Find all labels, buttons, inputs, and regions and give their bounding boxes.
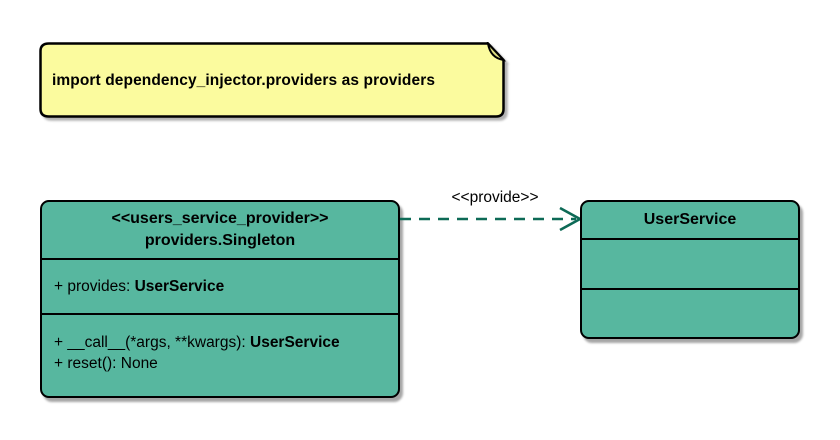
method-call-type: UserService	[250, 334, 340, 351]
note-body	[39, 42, 505, 118]
service-class-box: UserService	[580, 200, 800, 339]
attribute-provides: + provides: UserService	[54, 278, 224, 296]
provider-methods-compartment: + __call__(*args, **kwargs): UserService…	[42, 315, 398, 396]
note-shape	[39, 42, 507, 118]
service-attributes-compartment	[582, 240, 798, 290]
attribute-provides-type: UserService	[134, 277, 225, 295]
note-text: import dependency_injector.providers as …	[52, 72, 436, 89]
attribute-provides-label: + provides:	[54, 277, 135, 295]
provide-arrow-label: <<provide>>	[451, 189, 539, 206]
service-class-header: UserService	[582, 202, 798, 240]
service-class-name: UserService	[643, 211, 737, 228]
provider-attributes-compartment: + provides: UserService	[42, 260, 398, 315]
service-methods-compartment	[582, 290, 798, 337]
provider-class-name: providers.Singleton	[144, 232, 296, 249]
method-call: + __call__(*args, **kwargs): UserService	[54, 332, 398, 353]
note-fold-icon	[486, 42, 507, 62]
provider-class-box: <<users_service_provider>> providers.Sin…	[40, 200, 400, 398]
method-reset: + reset(): None	[54, 355, 158, 372]
method-call-label: + __call__(*args, **kwargs):	[54, 334, 250, 351]
provider-class-header: <<users_service_provider>> providers.Sin…	[42, 202, 398, 260]
provider-stereotype: <<users_service_provider>>	[111, 210, 329, 227]
note: import dependency_injector.providers as …	[39, 42, 507, 120]
